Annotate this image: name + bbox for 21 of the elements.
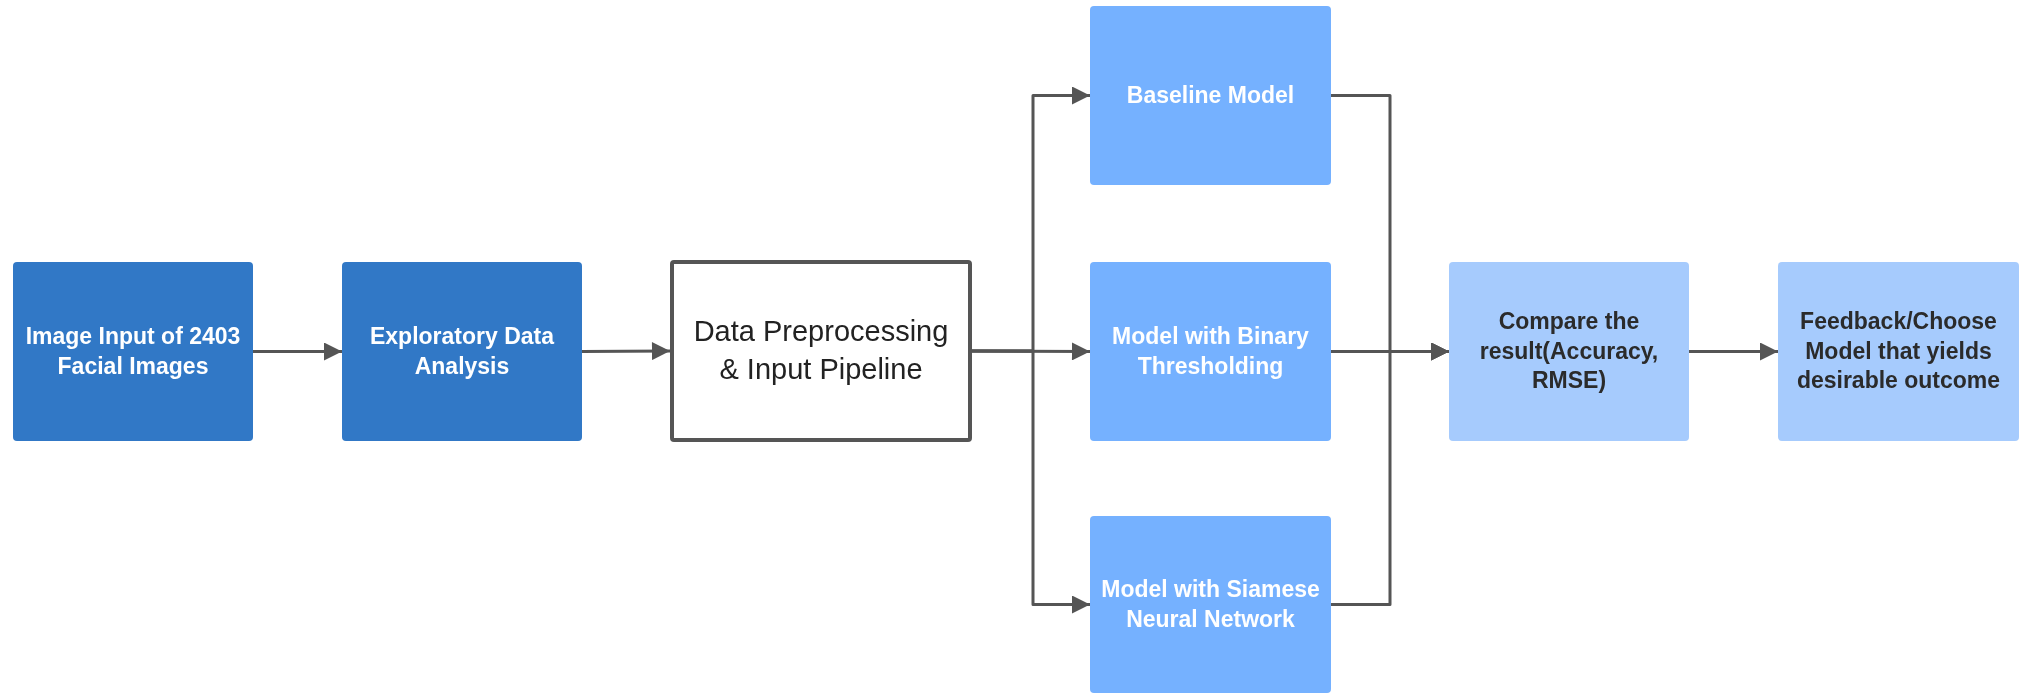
arrow (582, 342, 670, 361)
box-label: Compare the result(Accuracy, RMSE) (1478, 306, 1660, 396)
process-box (1449, 262, 1689, 441)
box-label: Model with Binary Thresholding (1111, 321, 1310, 381)
process-box (342, 262, 582, 441)
process-box (1090, 262, 1331, 441)
box-label: Data Preprocessing & Input Pipeline (692, 314, 950, 387)
arrow (1331, 342, 1449, 606)
box-label: Image Input of 2403 Facial Images (24, 321, 242, 381)
process-box (1778, 262, 2019, 441)
process-box (670, 260, 972, 442)
box-label: Exploratory Data Analysis (368, 321, 556, 381)
arrow (1689, 342, 1778, 361)
process-box (13, 262, 253, 441)
process-box (1090, 516, 1331, 693)
box-label: Model with Siamese Neural Network (1100, 574, 1321, 634)
arrow (253, 342, 342, 361)
box-label: Feedback/Choose Model that yields desirable outcome (1795, 306, 2002, 396)
arrow (972, 349, 1090, 614)
box-label: Baseline Model (1126, 80, 1295, 110)
process-box (1090, 6, 1331, 185)
